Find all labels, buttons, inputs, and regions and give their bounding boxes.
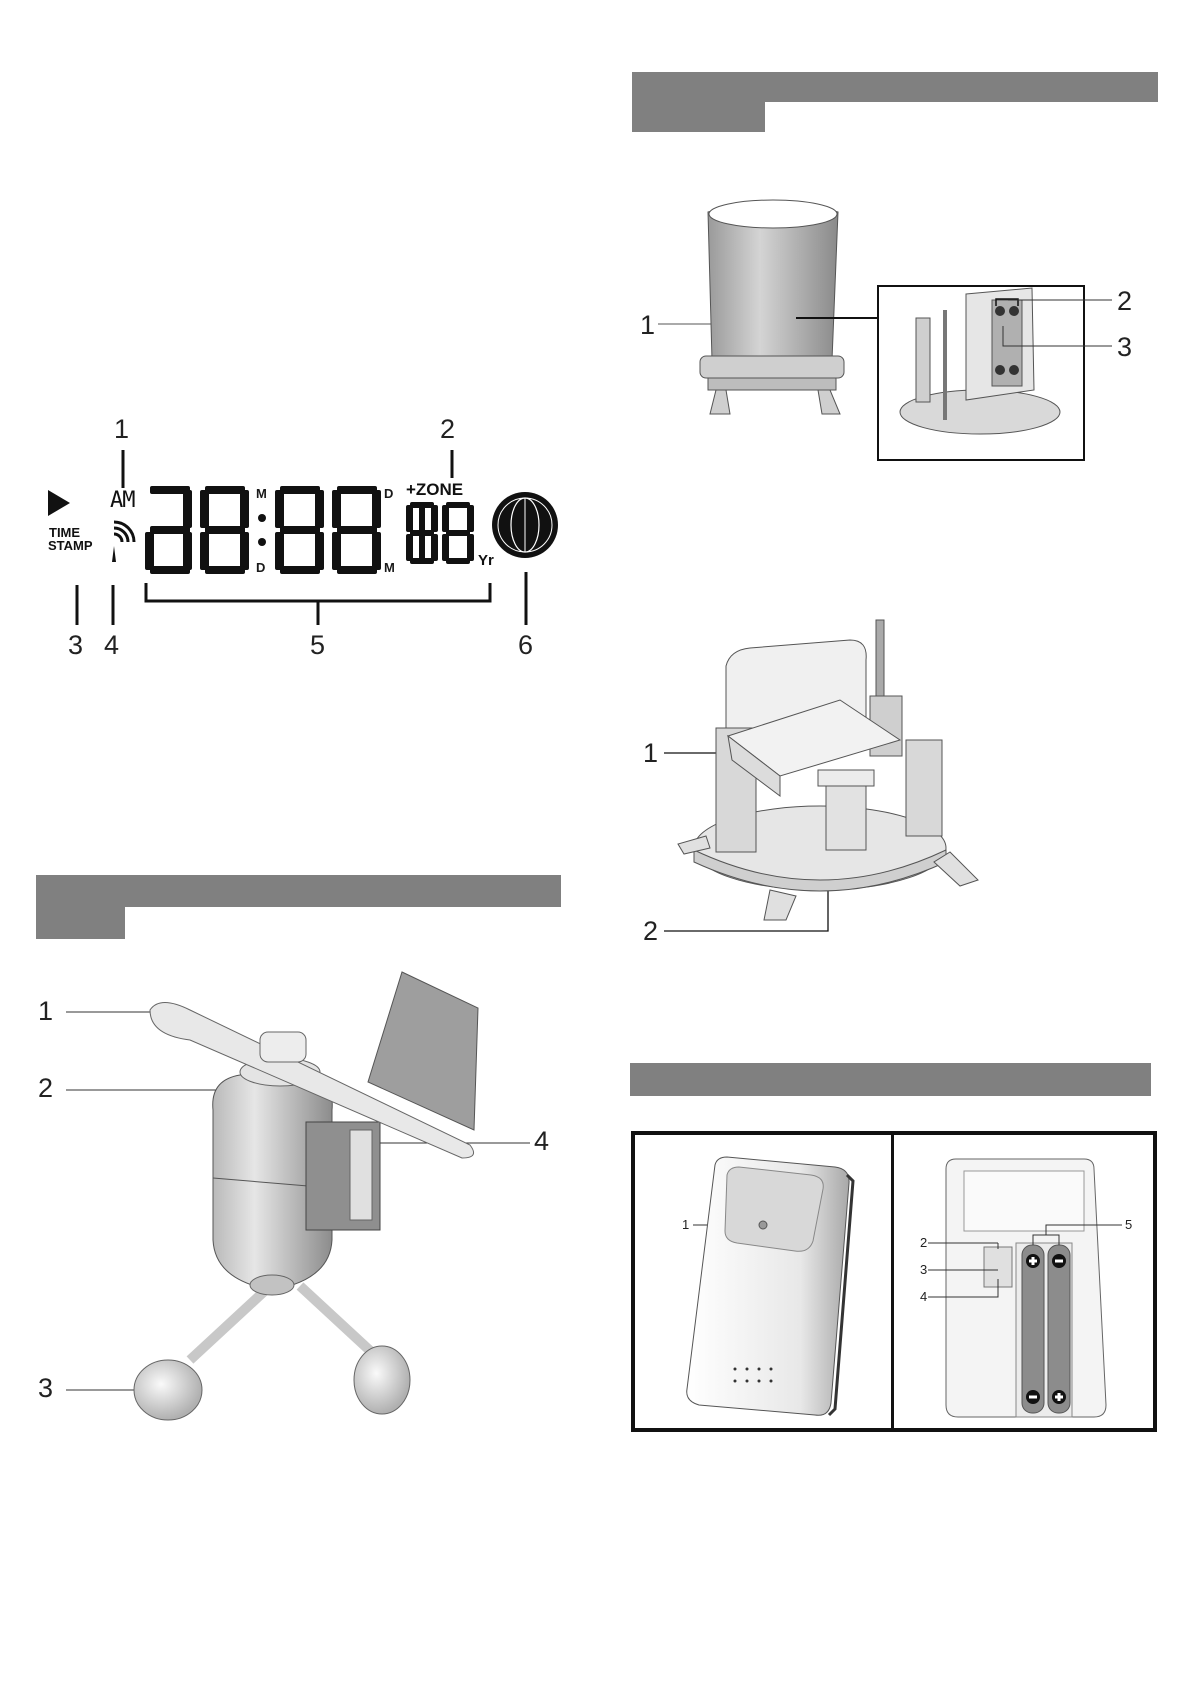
sensor-divider [891, 1135, 894, 1428]
anemometer-figure: 1 2 3 4 [0, 960, 600, 1430]
rain-mechanism-drawing [664, 619, 979, 932]
sensor-back-drawing [928, 1158, 1122, 1418]
day-bottom-label: D [256, 560, 266, 575]
signal-icon [112, 520, 136, 562]
zone-digits [406, 502, 474, 564]
callout-1: 1 [640, 310, 656, 340]
section-bar-anemometer [36, 875, 561, 907]
callout-2: 2 [38, 1073, 54, 1103]
month-top-label: M [256, 486, 267, 501]
back-callout-3: 3 [920, 1262, 928, 1277]
anemometer-drawing [66, 971, 530, 1421]
back-callout-5: 5 [1125, 1217, 1133, 1232]
callout-4: 4 [104, 630, 120, 660]
time-stamp-line1: TIME [49, 525, 81, 540]
callout-2: 2 [643, 916, 659, 946]
day-top-label: D [384, 486, 394, 501]
callout-6: 6 [518, 630, 534, 660]
year-label: Yr [478, 552, 494, 569]
month-bottom-label: M [384, 560, 395, 575]
time-stamp-label: TIME STAMP [48, 526, 93, 552]
sensor-front-drawing [686, 1156, 855, 1417]
callout-3: 3 [38, 1373, 54, 1403]
zone-label: +ZONE [406, 480, 464, 499]
callout-2: 2 [1117, 286, 1133, 316]
time-stamp-line2: STAMP [48, 538, 93, 553]
callout-1: 1 [114, 414, 130, 444]
sensor-figure-box: 1 2 3 4 5 [631, 1131, 1157, 1432]
globe-icon [492, 492, 558, 558]
lcd-display-figure: 1 2 3 4 5 6 AM TIME STAMP [0, 380, 600, 660]
callout-3: 3 [1117, 332, 1133, 362]
callout-1: 1 [643, 738, 659, 768]
lcd-lines [75, 450, 528, 625]
front-callout-1: 1 [682, 1217, 690, 1232]
section-bar-anemometer-tab [36, 907, 125, 939]
rain-mechanism-figure: 1 2 [600, 600, 1020, 960]
play-arrow-icon [48, 490, 70, 516]
callout-4: 4 [534, 1126, 550, 1156]
callout-1: 1 [38, 996, 54, 1026]
seven-segment-digits [145, 486, 381, 574]
back-callout-2: 2 [920, 1235, 928, 1250]
section-bar-top-right [632, 72, 1158, 102]
rain-gauge-figure: 1 2 3 [600, 190, 1190, 470]
am-label: AM [110, 488, 135, 513]
callout-3: 3 [68, 630, 84, 660]
callout-5: 5 [310, 630, 326, 660]
section-bar-top-right-tab [632, 102, 765, 132]
back-callout-4: 4 [920, 1289, 928, 1304]
rain-gauge-drawing [658, 199, 1112, 461]
section-bar-sensor [630, 1063, 1151, 1096]
callout-2: 2 [440, 414, 456, 444]
